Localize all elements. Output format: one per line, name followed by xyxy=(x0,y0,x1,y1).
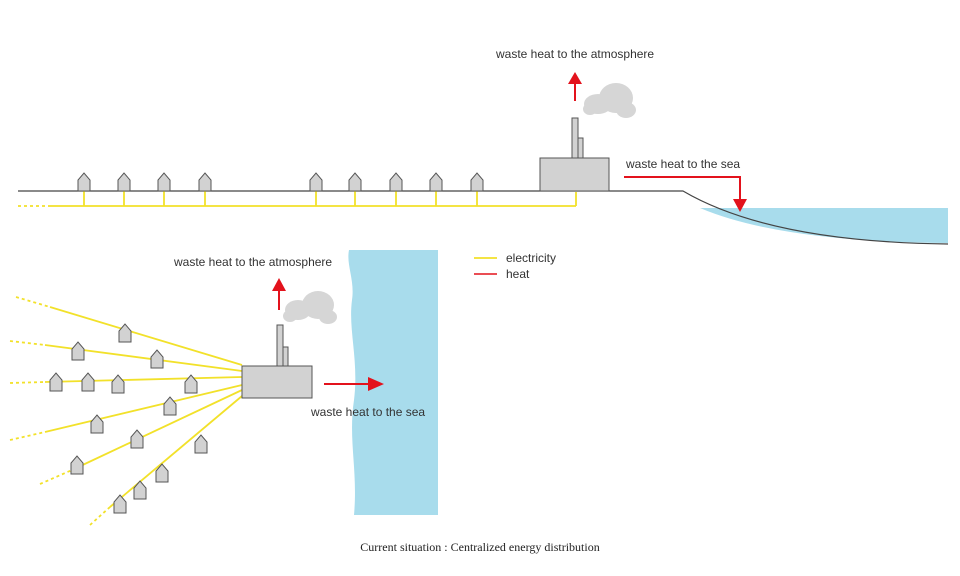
house-icon xyxy=(71,341,85,361)
heat-arrow-icon xyxy=(324,377,384,391)
house-icon xyxy=(150,349,164,369)
top-scene xyxy=(18,72,949,245)
smoke-cloud-icon xyxy=(583,83,636,118)
house-icon xyxy=(309,172,323,192)
house-icon xyxy=(198,172,212,192)
house-icon xyxy=(111,374,125,394)
bottom-scene xyxy=(9,250,438,526)
house-icon xyxy=(130,429,144,449)
house-icon xyxy=(117,172,131,192)
house-icon xyxy=(118,323,132,343)
legend-electricity-label: electricity xyxy=(506,251,557,265)
bottom-electricity-lines xyxy=(9,296,243,526)
house-icon xyxy=(157,172,171,192)
top-ground-line xyxy=(18,190,949,245)
house-icon xyxy=(77,172,91,192)
house-icon xyxy=(163,396,177,416)
top-sea xyxy=(700,208,948,243)
top-electricity-lines xyxy=(18,191,577,207)
bottom-sea-label: waste heat to the sea xyxy=(311,405,426,419)
top-sea-label: waste heat to the sea xyxy=(626,157,741,171)
house-icon xyxy=(133,480,147,500)
house-icon xyxy=(49,372,63,392)
house-icon xyxy=(194,434,208,454)
heat-arrow-icon xyxy=(624,176,747,212)
house-icon xyxy=(470,172,484,192)
house-icon xyxy=(389,172,403,192)
heat-arrow-icon xyxy=(568,72,582,101)
smoke-cloud-icon xyxy=(283,291,337,324)
legend-swatches xyxy=(474,257,497,275)
bottom-sea xyxy=(348,250,438,515)
house-icon xyxy=(81,372,95,392)
figure-caption: Current situation : Centralized energy d… xyxy=(360,540,600,554)
house-icon xyxy=(70,455,84,475)
house-icon xyxy=(348,172,362,192)
power-plant-icon xyxy=(241,324,313,399)
power-plant-icon xyxy=(539,117,610,192)
legend-heat-label: heat xyxy=(506,267,530,281)
bottom-atmosphere-label: waste heat to the atmosphere xyxy=(174,255,333,269)
house-icon xyxy=(113,494,127,514)
house-icon xyxy=(429,172,443,192)
heat-arrow-icon xyxy=(272,278,286,310)
top-atmosphere-label: waste heat to the atmosphere xyxy=(496,47,655,61)
